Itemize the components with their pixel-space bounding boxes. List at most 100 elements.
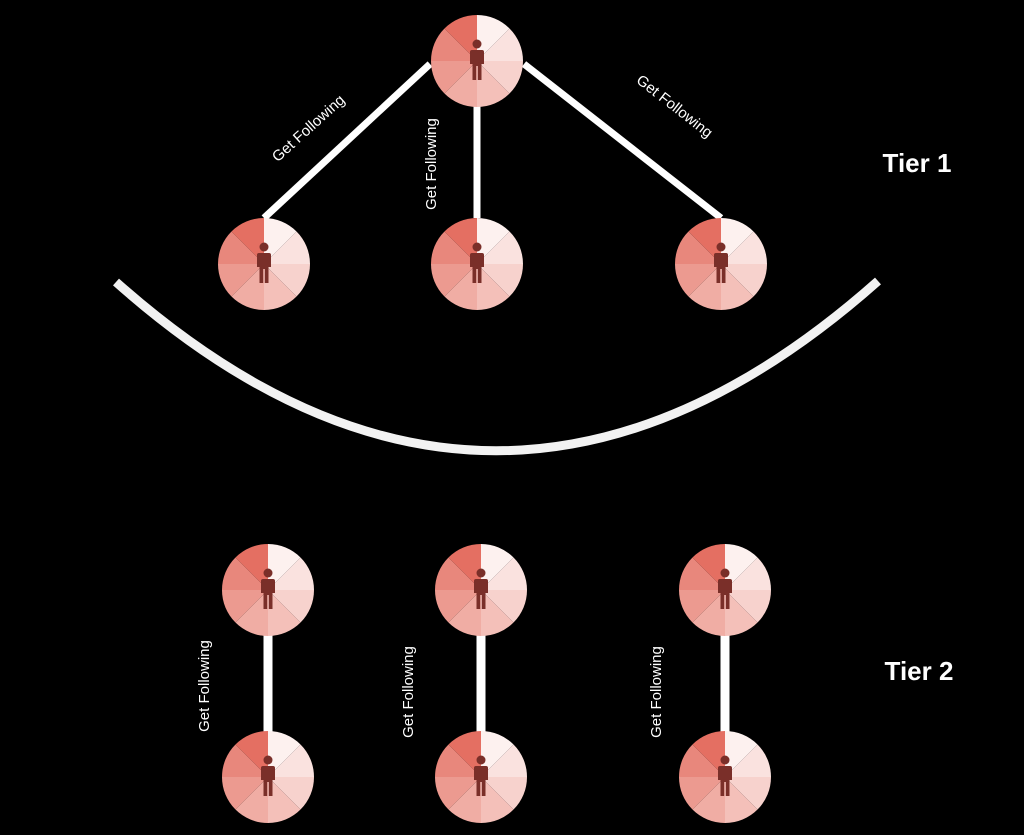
node-wedge (679, 590, 725, 623)
node-wedge (444, 264, 477, 310)
node-wedge (477, 218, 510, 264)
node-wedge (268, 557, 314, 590)
node-wedge (268, 777, 314, 810)
node-wedge (477, 61, 523, 94)
tier-separator-arc (113, 277, 881, 456)
node-wedge (268, 544, 301, 590)
node-tier2-pair2-bottom (434, 731, 527, 823)
node-wedge (692, 777, 725, 823)
person-icon (261, 755, 275, 796)
node-wedge (477, 28, 523, 61)
node-wedge (431, 264, 477, 297)
edge-root-right (521, 61, 724, 221)
edge-label-pair-1: Get Following (196, 640, 213, 732)
node-wedge (477, 264, 523, 297)
node-wedge (692, 544, 725, 590)
node-wedge (448, 731, 481, 777)
person-icon (474, 568, 488, 609)
node-wedge (679, 777, 725, 810)
node-wedge (448, 777, 481, 823)
edge-label-pair-2: Get Following (400, 646, 417, 738)
node-wedge (435, 557, 481, 590)
node-tier1-center (431, 218, 523, 310)
node-wedge (675, 231, 721, 264)
node-wedge (725, 544, 758, 590)
node-wedge (481, 777, 527, 810)
node-wedge (235, 590, 268, 636)
node-wedge (481, 590, 527, 623)
node-tier1-left (218, 218, 310, 310)
node-wedge (264, 264, 297, 310)
node-wedge (235, 777, 268, 823)
node-wedge (268, 590, 314, 623)
node-wedge (222, 777, 268, 810)
edge-label-pair-3: Get Following (648, 646, 665, 738)
node-wedge (692, 731, 725, 777)
node-wedge (725, 731, 758, 777)
node-wedge (481, 744, 527, 777)
tier-2-label: Tier 2 (885, 656, 954, 686)
node-wedge (222, 557, 268, 590)
node-wedge (231, 218, 264, 264)
node-wedge (477, 264, 510, 310)
person-icon (714, 242, 728, 283)
node-wedge (231, 264, 264, 310)
node-wedge (235, 544, 268, 590)
node-wedge (268, 731, 301, 777)
node-wedge (264, 231, 310, 264)
node-tier2-pair3-bottom (679, 731, 771, 823)
node-wedge (477, 61, 510, 107)
node-wedge (222, 590, 268, 623)
node-wedge (268, 777, 301, 823)
node-wedge (431, 61, 477, 94)
node-wedge (431, 28, 477, 61)
node-wedge (235, 731, 268, 777)
tier-1-label: Tier 1 (883, 148, 952, 178)
node-wedge (481, 544, 514, 590)
node-wedge (448, 590, 481, 636)
node-wedge (477, 15, 510, 61)
person-icon (470, 39, 484, 80)
node-wedge (721, 264, 754, 310)
node-wedge (481, 777, 514, 823)
node-tier1-right (675, 218, 767, 310)
node-wedge (725, 590, 771, 623)
node-wedge (725, 557, 771, 590)
node-wedge (481, 731, 514, 777)
node-wedge (688, 218, 721, 264)
node-wedge (725, 777, 758, 823)
person-icon (474, 755, 488, 796)
edge-label-root-right: Get Following (633, 72, 716, 142)
node-wedge (679, 744, 725, 777)
node-wedge (688, 264, 721, 310)
node-wedge (725, 744, 771, 777)
node-wedge (444, 15, 477, 61)
person-icon (718, 568, 732, 609)
node-wedge (218, 231, 264, 264)
node-wedge (721, 264, 767, 297)
node-wedge (218, 264, 264, 297)
person-icon (257, 242, 271, 283)
node-wedge (675, 264, 721, 297)
node-wedge (435, 744, 481, 777)
node-wedge (448, 544, 481, 590)
node-wedge (434, 590, 481, 623)
node-wedge (692, 590, 725, 636)
node-wedge (268, 744, 314, 777)
node-tier2-pair1-top (222, 544, 314, 636)
tier-1-edges (261, 61, 724, 221)
node-wedge (725, 777, 771, 810)
edge-label-root-center: Get Following (423, 118, 440, 210)
node-wedge (725, 590, 758, 636)
node-wedge (721, 218, 754, 264)
node-wedge (444, 61, 477, 107)
node-wedge (481, 557, 527, 590)
node-wedge (444, 218, 477, 264)
node-root (431, 15, 523, 107)
node-wedge (431, 231, 477, 264)
node-wedge (268, 590, 301, 636)
node-tier2-pair2-top (434, 544, 527, 636)
person-icon (470, 242, 484, 283)
person-icon (718, 755, 732, 796)
